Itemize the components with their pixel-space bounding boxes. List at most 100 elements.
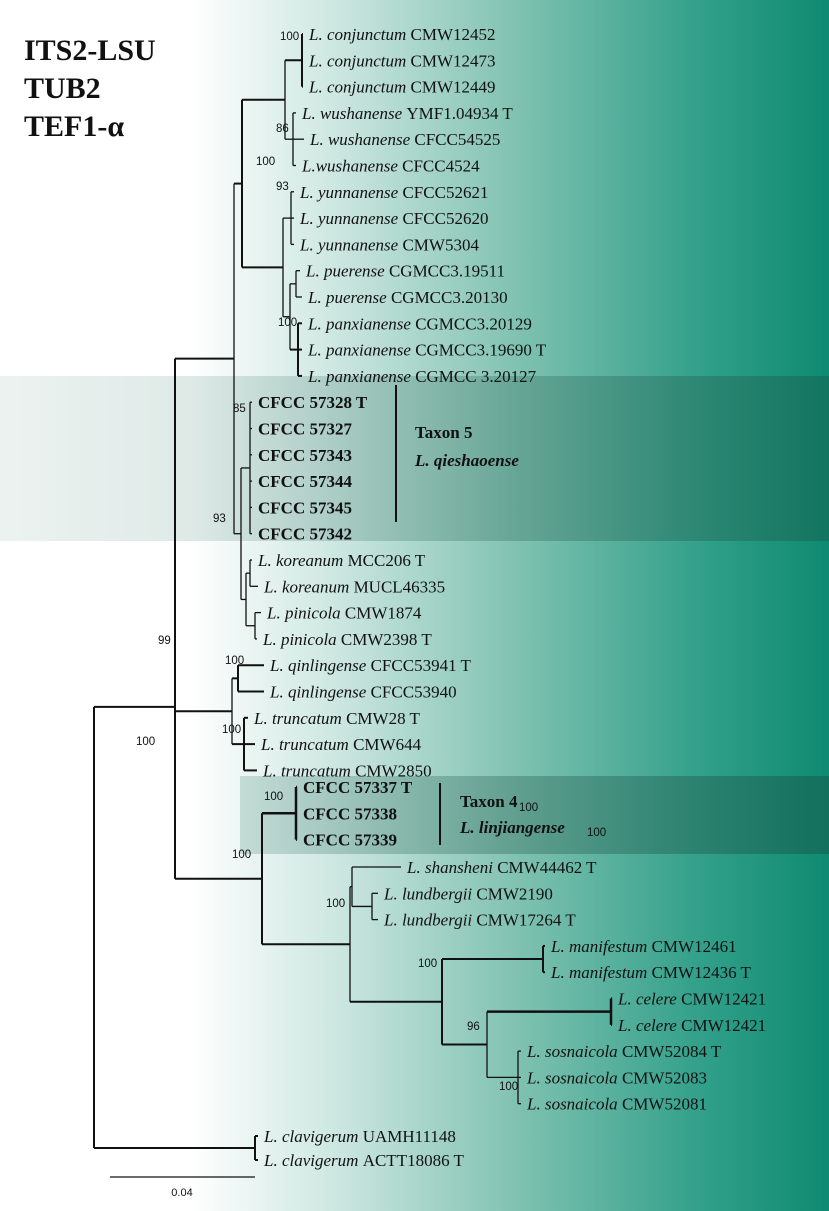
leaf-label: L. panxianense CGMCC3.19690 T	[307, 341, 547, 360]
leaf-label: L. lundbergii CMW17264 T	[383, 911, 576, 930]
support-value: 100	[418, 958, 437, 970]
leaf-species: L. sosnaicola	[526, 1042, 622, 1061]
leaf-species: L. puerense	[305, 262, 389, 281]
leaf-code: CGMCC3.20130	[391, 288, 508, 307]
leaf-label: L. yunnanense CFCC52620	[299, 209, 488, 228]
leaf-species: L. wushanense	[309, 130, 414, 149]
leaf-species: L. koreanum	[263, 577, 354, 596]
leaf-code: CMW1874	[345, 604, 422, 623]
leaf-label: CFCC 57338	[303, 804, 397, 823]
leaf-label: L. pinicola CMW2398 T	[262, 630, 432, 649]
leaf-code: CFCC 57328 T	[258, 393, 368, 412]
leaf-species: L. clavigerum	[263, 1127, 363, 1146]
leaf-code: CMW5304	[402, 235, 479, 254]
leaf-species: L. manifestum	[550, 937, 652, 956]
leaf-label: L. conjunctum CMW12449	[308, 78, 496, 97]
leaf-label: L. clavigerum UAMH11148	[263, 1127, 456, 1146]
leaf-species: L. truncatum	[260, 735, 353, 754]
leaf-label: CFCC 57327	[258, 420, 352, 439]
leaf-species: L. panxianense	[307, 314, 415, 333]
leaf-species: L. truncatum	[253, 709, 346, 728]
support-value: 100	[136, 736, 155, 748]
leaf-species: L. celere	[617, 1016, 681, 1035]
support-value: 100	[280, 31, 299, 43]
leaf-label: L. sosnaicola CMW52083	[526, 1068, 707, 1087]
leaf-code: CFCC 57342	[258, 525, 352, 544]
leaf-species: L. shansheni	[406, 858, 497, 877]
leaf-label: L. sosnaicola CMW52081	[526, 1095, 707, 1114]
leaf-label: L. manifestum CMW12436 T	[550, 963, 752, 982]
leaf-label: CFCC 57342	[258, 525, 352, 544]
taxon4-highlight-box	[240, 776, 829, 854]
leaf-label: L. qinlingense CFCC53941 T	[269, 656, 472, 675]
leaf-code: YMF1.04934 T	[406, 104, 513, 123]
leaf-species: L. koreanum	[257, 551, 348, 570]
leaf-code: CMW28 T	[346, 709, 420, 728]
leaf-label: L. lundbergii CMW2190	[383, 884, 553, 903]
leaf-label: CFCC 57328 T	[258, 393, 368, 412]
support-value: 100	[264, 791, 283, 803]
support-value: 100	[232, 849, 251, 861]
leaf-species: L. pinicola	[266, 604, 345, 623]
leaf-species: L. clavigerum	[263, 1151, 363, 1170]
support-values: 1008610093100859399100100100100100100100…	[136, 31, 606, 1093]
leaf-species: L. puerense	[307, 288, 391, 307]
leaf-code: CMW12436 T	[652, 963, 752, 982]
support-value: 93	[213, 513, 226, 525]
leaf-code: CFCC 57338	[303, 804, 397, 823]
leaf-label: L. wushanense CFCC54525	[309, 130, 500, 149]
support-value: 93	[276, 181, 289, 193]
leaf-code: CMW12421	[681, 990, 766, 1009]
leaf-code: CMW12461	[652, 937, 737, 956]
support-value: 100	[225, 655, 244, 667]
leaf-code: CMW12421	[681, 1016, 766, 1035]
leaf-code: CFCC52620	[402, 209, 488, 228]
leaf-species: L. lundbergii	[383, 911, 476, 930]
leaf-species: L. conjunctum	[308, 25, 411, 44]
leaf-label: CFCC 57344	[258, 472, 352, 491]
title-line-3: TEF1-α	[24, 110, 125, 143]
leaf-label: L. conjunctum CMW12452	[308, 25, 496, 44]
leaf-code: CFCC53941 T	[371, 656, 472, 675]
leaf-label: L. pinicola CMW1874	[266, 604, 422, 623]
leaf-label: L. yunnanense CFCC52621	[299, 183, 488, 202]
support-value: 96	[467, 1021, 480, 1033]
taxon5-species: L. qieshaoense	[415, 451, 519, 470]
leaf-code: CGMCC3.19511	[389, 262, 505, 281]
leaf-code: CFCC 57339	[303, 831, 397, 850]
support-value: 99	[158, 635, 171, 647]
leaf-species: L. lundbergii	[383, 884, 476, 903]
scale-bar-label: 0.04	[171, 1187, 192, 1199]
leaf-species: L. sosnaicola	[526, 1068, 622, 1087]
leaf-code: MCC206 T	[348, 551, 426, 570]
title-line-2: TUB2	[24, 72, 101, 105]
leaf-species: L. truncatum	[262, 761, 355, 780]
leaf-code: CFCC 57345	[258, 498, 352, 517]
leaf-label: L. celere CMW12421	[617, 1016, 766, 1035]
leaf-label: L. truncatum CMW2850	[262, 761, 432, 780]
leaf-code: MUCL46335	[354, 577, 446, 596]
leaf-label: L.wushanense CFCC4524	[301, 157, 480, 176]
leaf-code: CMW12452	[411, 25, 496, 44]
leaf-species: L. sosnaicola	[526, 1095, 622, 1114]
leaf-code: CMW644	[353, 735, 422, 754]
leaf-code: CFCC4524	[402, 157, 480, 176]
leaf-code: CMW17264 T	[476, 911, 576, 930]
leaf-species: L. conjunctum	[308, 78, 411, 97]
leaf-label: L. koreanum MCC206 T	[257, 551, 426, 570]
leaf-label: L. clavigerum ACTT18086 T	[263, 1151, 465, 1170]
leaf-label: L. celere CMW12421	[617, 990, 766, 1009]
leaf-code: CFCC52621	[402, 183, 488, 202]
leaf-species: L. pinicola	[262, 630, 341, 649]
leaf-label: CFCC 57345	[258, 498, 352, 517]
leaf-code: ACTT18086 T	[363, 1151, 465, 1170]
support-value: 86	[276, 123, 289, 135]
leaf-label: L. koreanum MUCL46335	[263, 577, 445, 596]
taxon4-name: Taxon 4	[460, 792, 518, 811]
leaf-species: L. celere	[617, 990, 681, 1009]
support-value: 85	[233, 403, 246, 415]
leaf-code: CMW12449	[411, 78, 496, 97]
